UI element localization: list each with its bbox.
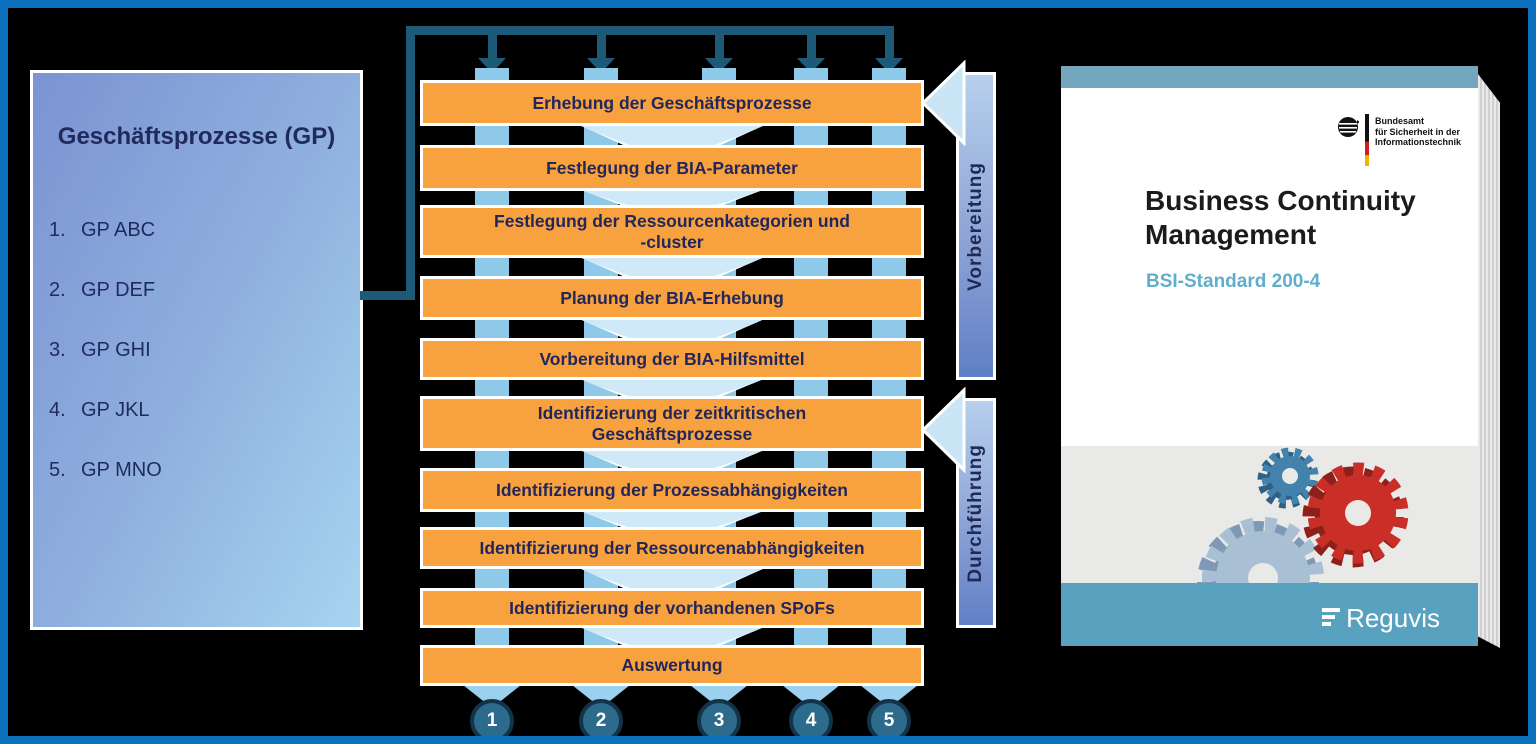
publisher-name: Reguvis (1346, 603, 1440, 633)
book-cover: Bundesamt für Sicherheit in der Informat… (1061, 66, 1500, 648)
bsi-logo: Bundesamt für Sicherheit in der Informat… (1337, 114, 1472, 174)
gear-icon (1307, 462, 1409, 564)
step-bar: Identifizierung der Prozessabhängigkeite… (420, 468, 924, 512)
left-arrow-icon (920, 60, 966, 146)
bsi-flag-stripe (1365, 114, 1369, 166)
list-item: 5. GP MNO (49, 459, 162, 481)
book-bottom-band: Reguvis (1061, 583, 1478, 646)
business-processes-panel: Geschäftsprozesse (GP) 1. GP ABC 2. GP D… (30, 70, 363, 630)
connector-line (715, 35, 724, 60)
connector-line (488, 35, 497, 60)
step-bar: Identifizierung der Ressourcenabhängigke… (420, 527, 924, 569)
bsi-eagle-icon (1338, 117, 1359, 137)
step-bar: Festlegung der BIA-Parameter (420, 145, 924, 191)
list-item: 2. GP DEF (49, 279, 156, 301)
step-bar: Erhebung der Geschäftsprozesse (420, 80, 924, 126)
lane-number-badge: 5 (867, 699, 911, 736)
left-arrow-icon (920, 387, 966, 473)
connector-line (597, 35, 606, 60)
step-bar: Vorbereitung der BIA-Hilfsmittel (420, 338, 924, 380)
connector-line (360, 291, 415, 300)
connector-line (885, 35, 894, 60)
connector-line (406, 26, 894, 35)
panel-title: Geschäftsprozesse (GP) (57, 123, 336, 150)
lane-number-badge: 4 (789, 699, 833, 736)
connector-line (807, 35, 816, 60)
lane-number-badge: 2 (579, 699, 623, 736)
book-top-band (1061, 66, 1478, 88)
book-title: Business Continuity Management (1145, 185, 1416, 250)
bsi-org-text: Bundesamt für Sicherheit in der Informat… (1375, 116, 1462, 147)
connector-line (406, 26, 415, 300)
step-bar: Auswertung (420, 645, 924, 686)
list-item: 1. GP ABC (49, 219, 156, 241)
step-bar: Identifizierung der vorhandenen SPoFs (420, 588, 924, 628)
step-bar: Planung der BIA-Erhebung (420, 276, 924, 320)
step-bar: Identifizierung der zeitkritischen Gesch… (420, 396, 924, 451)
publisher-logo: Reguvis (1322, 603, 1440, 634)
book-page-edges (1478, 74, 1500, 648)
list-item: 4. GP JKL (49, 399, 150, 421)
lane-number-badge: 3 (697, 699, 741, 736)
step-bar: Festlegung der Ressourcenkategorien und … (420, 205, 924, 258)
lane-number-badge: 1 (470, 699, 514, 736)
reguvis-logo-icon (1322, 608, 1341, 629)
gear-icon (1261, 447, 1319, 505)
list-item: 3. GP GHI (49, 339, 151, 361)
book-subtitle: BSI-Standard 200-4 (1146, 271, 1321, 292)
